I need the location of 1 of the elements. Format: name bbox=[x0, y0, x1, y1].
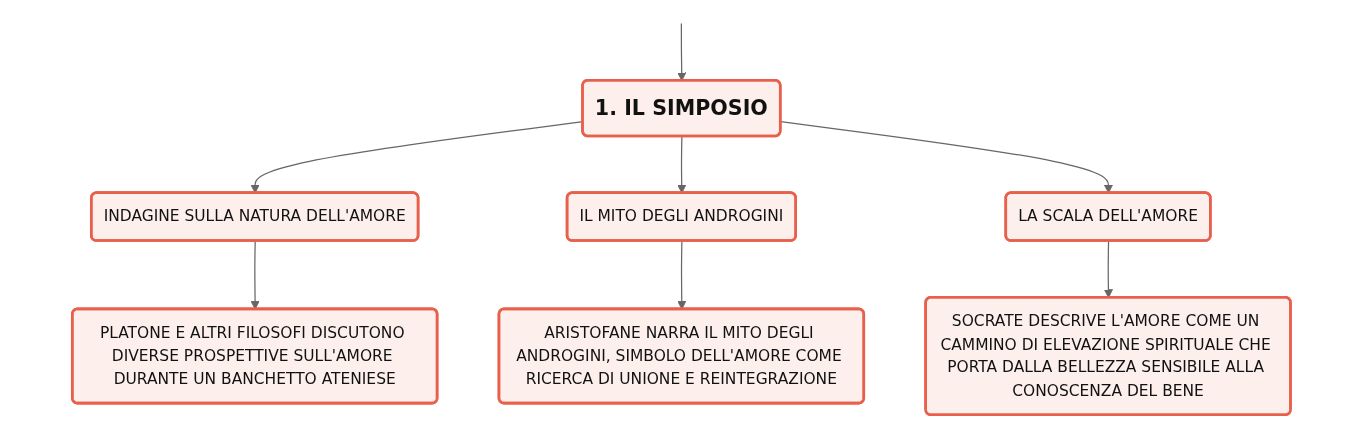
concept-map-diagram: 1. IL SIMPOSIO INDAGINE SULLA NATURA DELL'AMORE IL MITO DEGLI ANDROGINI LA SCALA DELL'AMORE PLATONE E ALTRI FILOSOFI DISCUTONO DIVERSE PROSPETTIVE SULL'AMORE DURANTE UN BANCHETTO ATENIESE ARISTOFANE NARRA IL MITO DEGLI ANDROGINI, SIMBOLO DELL'AMORE COME RICERCA DI UNIONE E REINTEGRAZIONE SOCRATE DESCRIVE L'AMORE COME UN CAMMINO DI ELEVAZIONE SPIRITUALE CHE PORTA DALLA BELLEZZA SENSIBILE ALLA CONOSCENZA DEL BENE bbox=[63, 3, 1299, 423]
